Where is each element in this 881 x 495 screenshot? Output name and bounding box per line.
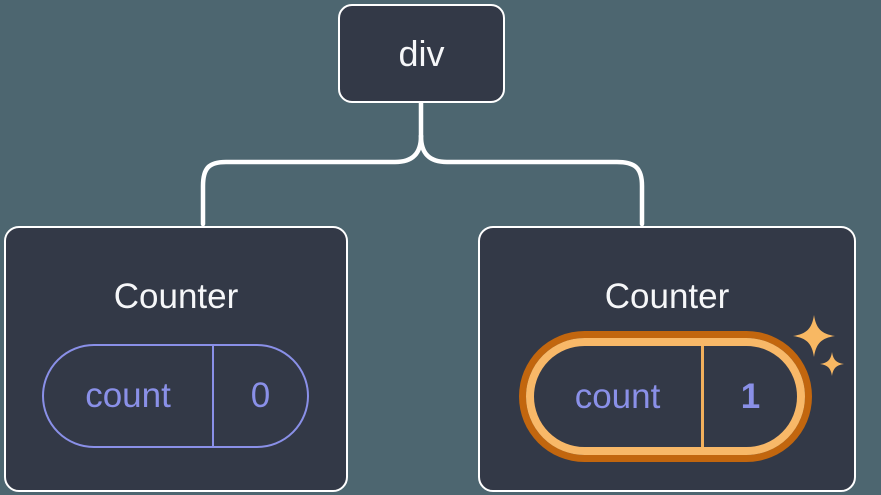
root-node: div — [338, 4, 505, 103]
state-key-label: count — [44, 346, 214, 446]
state-pill: count 0 — [42, 344, 309, 448]
counter-card-first: Counter count 0 — [4, 226, 348, 492]
connector-left-branch — [200, 133, 424, 227]
component-title: Counter — [113, 277, 239, 316]
state-key-label: count — [534, 346, 704, 447]
component-title: Counter — [604, 277, 730, 316]
state-value: 1 — [740, 376, 761, 416]
counter-card-second: Counter count 1 — [478, 226, 856, 492]
state-value: 0 — [250, 376, 271, 415]
root-node-label: div — [398, 32, 445, 74]
connector-right-branch — [418, 133, 645, 227]
state-pill-highlighted: count 1 — [526, 338, 805, 455]
sparkles-icon — [793, 315, 844, 376]
